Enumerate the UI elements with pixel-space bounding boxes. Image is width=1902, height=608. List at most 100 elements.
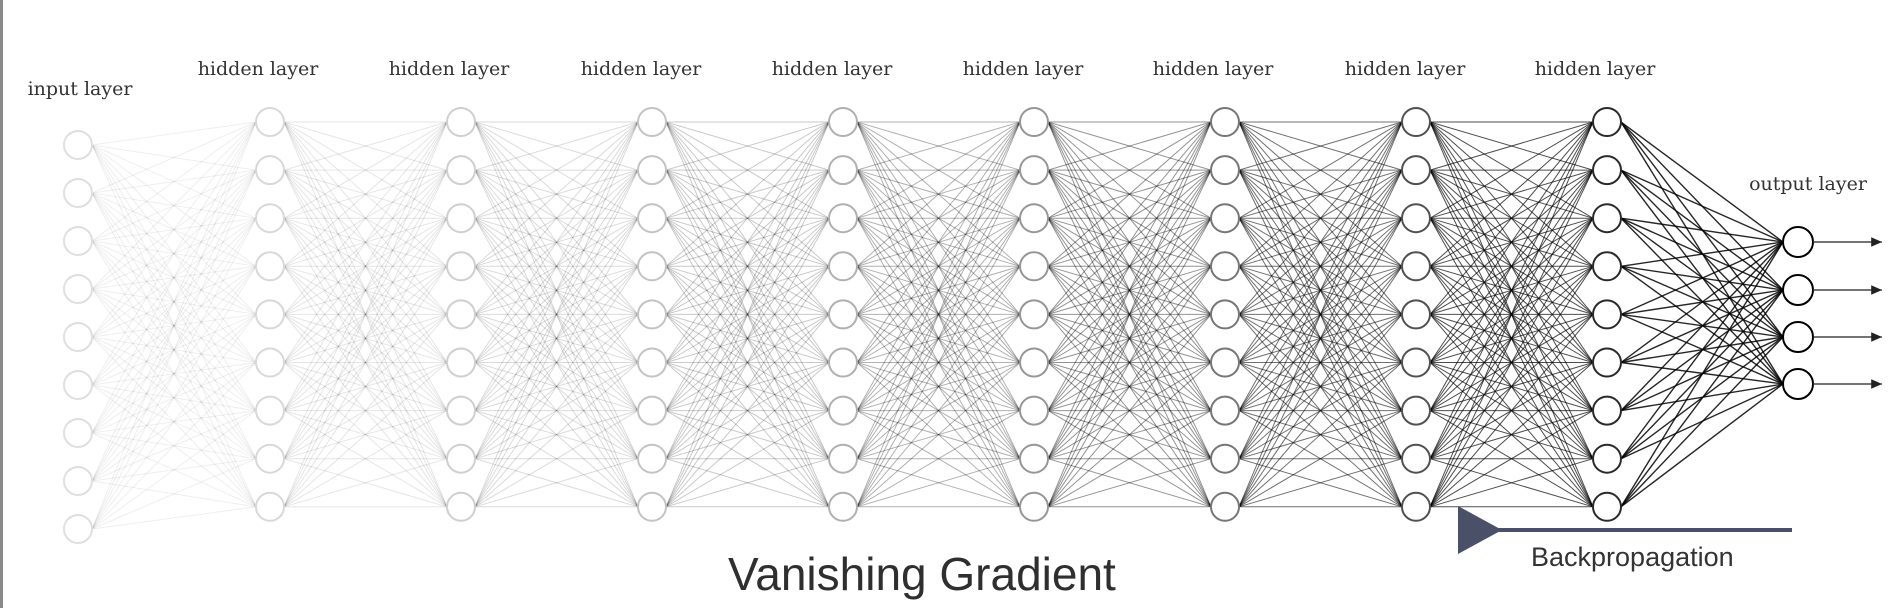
connection-line (283, 265, 448, 411)
connection-line (91, 266, 257, 530)
input-neuron (63, 370, 93, 400)
connection-line (856, 121, 1021, 219)
connection-line (856, 169, 1021, 219)
connection-line (665, 362, 830, 460)
output-neuron (1782, 321, 1814, 353)
connection-line (91, 314, 257, 482)
connection-line (856, 314, 1021, 508)
connection-line (1047, 265, 1212, 460)
connection-line (665, 121, 830, 363)
hidden-neuron (255, 347, 285, 378)
backpropagation-label: Backpropagation (1531, 542, 1734, 572)
connection-line (665, 314, 830, 508)
connection-line (665, 121, 830, 459)
connection-line (665, 121, 830, 219)
hidden-layer-label: hidden layer (1345, 58, 1467, 80)
connection-line (91, 192, 257, 363)
connection-line (283, 313, 448, 412)
hidden-neuron (1019, 491, 1049, 522)
connection-line (665, 217, 830, 267)
hidden-neuron (1592, 251, 1622, 282)
hidden-neuron (1592, 491, 1622, 522)
connection-line (474, 362, 639, 460)
hidden-neuron (446, 155, 476, 186)
connection-line (1620, 121, 1784, 243)
connection-line (665, 362, 830, 412)
connection-line (665, 410, 830, 508)
connection-line (1238, 121, 1403, 267)
connection-line (474, 121, 639, 171)
connection-line (474, 121, 639, 363)
connection-line (856, 410, 1021, 460)
connection-line (665, 265, 830, 363)
connection-line (1047, 217, 1212, 315)
connection-line (91, 362, 257, 482)
connection-line (1238, 121, 1403, 459)
connection-line (856, 121, 1021, 171)
hidden-neuron (1401, 347, 1431, 378)
connection-line (91, 313, 257, 386)
connection-line (1047, 265, 1212, 315)
connection-line (1047, 217, 1212, 411)
connection-line (856, 169, 1021, 459)
connection-line (856, 217, 1021, 508)
hidden-neuron (1210, 347, 1240, 378)
hidden-neuron (446, 395, 476, 426)
connection-line (665, 265, 830, 460)
connection-line (1047, 266, 1212, 508)
connection-line (856, 362, 1021, 460)
connection-line (474, 265, 639, 363)
connection-line (1047, 217, 1212, 411)
hidden-neuron (446, 107, 476, 137)
connection-line (474, 410, 639, 460)
connection-line (665, 169, 830, 267)
connection-line (474, 169, 639, 411)
connection-line (665, 121, 830, 171)
connection-line (91, 144, 257, 315)
connection-line (283, 121, 448, 267)
hidden-neuron (828, 155, 858, 186)
hidden-neuron (255, 107, 285, 137)
connection-line (1238, 121, 1403, 171)
connection-line (1047, 121, 1212, 315)
connection-line (856, 362, 1021, 508)
connection-line (474, 217, 639, 411)
connection-line (283, 362, 448, 412)
connection-line (665, 121, 830, 315)
connection-line (474, 313, 639, 412)
connection-line (856, 169, 1021, 508)
connection-line (1047, 217, 1212, 363)
connection-line (856, 313, 1021, 363)
connection-line (91, 240, 257, 460)
connection-line (665, 265, 830, 460)
connection-line (91, 169, 257, 386)
hidden-neuron (1210, 155, 1240, 186)
hidden-neuron (1019, 203, 1049, 234)
connection-line (1238, 410, 1403, 508)
connection-line (665, 121, 830, 171)
connection-line (856, 121, 1021, 267)
connection-line (91, 169, 257, 242)
connection-line (665, 314, 830, 460)
connection-line (474, 121, 639, 411)
connection-line (474, 121, 639, 219)
connection-line (91, 192, 257, 267)
hidden-neuron (1401, 299, 1431, 330)
connection-line (1620, 383, 1784, 508)
connection-line (1620, 241, 1784, 460)
connection-line (1047, 217, 1212, 363)
connection-line (91, 121, 257, 242)
connection-line (1620, 241, 1784, 316)
connection-line (1047, 169, 1212, 363)
connection-line (856, 169, 1021, 315)
connection-line (283, 217, 448, 459)
connection-line (474, 410, 639, 508)
connection-line (1047, 121, 1212, 363)
connection-line (856, 362, 1021, 460)
connection-line (91, 240, 257, 363)
connection-line (856, 362, 1021, 508)
hidden-layer-label: hidden layer (963, 58, 1085, 80)
connection-line (474, 121, 639, 315)
hidden-neuron (1019, 395, 1049, 426)
connection-line (283, 410, 448, 508)
